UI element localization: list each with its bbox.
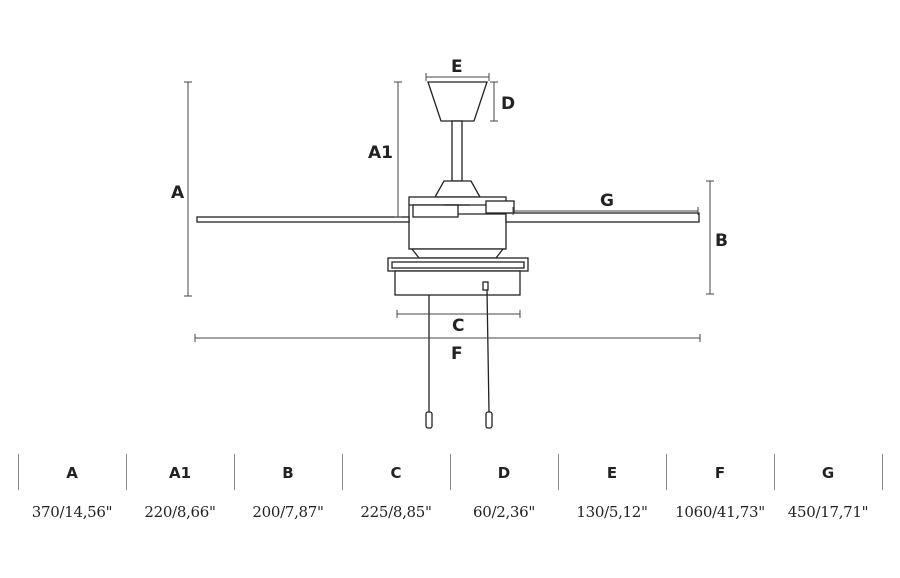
column-value: 450/17,71" (787, 503, 869, 521)
light-kit-rim-inner (391, 261, 525, 269)
column-separator (18, 454, 19, 490)
column-header: E (606, 464, 618, 482)
dimension-column-a: A 370/14,56" (18, 452, 126, 542)
light-kit-rim-outer (387, 257, 529, 272)
column-value: 220/8,66" (144, 503, 216, 521)
column-separator (558, 454, 559, 490)
dimension-table: A 370/14,56" A1 220/8,66" B 200/7,87" C … (0, 452, 900, 542)
column-header: G (821, 464, 835, 482)
label-a: A (171, 183, 185, 203)
column-separator (234, 454, 235, 490)
column-value: 60/2,36" (472, 503, 536, 521)
column-value: 225/8,85" (360, 503, 432, 521)
column-value: 130/5,12" (576, 503, 648, 521)
column-header: B (282, 464, 294, 482)
ceiling-fan-drawing: A A1 E D G B C F (171, 57, 728, 429)
blade-iron-left (412, 204, 459, 218)
column-separator (666, 454, 667, 490)
dimension-column-a1: A1 220/8,66" (126, 452, 234, 542)
dimension-column-f: F 1060/41,73" (666, 452, 774, 542)
column-separator (774, 454, 775, 490)
blade-iron-right (485, 200, 515, 214)
column-header: A (66, 464, 78, 482)
dimension-column-c: C 225/8,85" (342, 452, 450, 542)
column-separator (342, 454, 343, 490)
label-d: D (501, 94, 515, 114)
column-header: D (497, 464, 511, 482)
column-value: 1060/41,73" (675, 503, 765, 521)
column-separator (126, 454, 127, 490)
label-a1: A1 (368, 143, 393, 163)
column-separator (882, 454, 883, 490)
downrod (451, 120, 463, 182)
label-f: F (451, 344, 463, 364)
dimension-column-g: G 450/17,71" (774, 452, 882, 542)
label-g: G (600, 191, 614, 211)
light-kit-glass (394, 270, 521, 296)
column-separator (450, 454, 451, 490)
dimension-column-b: B 200/7,87" (234, 452, 342, 542)
column-header: A1 (168, 464, 192, 482)
label-b: B (715, 231, 728, 251)
pull-chain-right (485, 411, 493, 429)
column-value: 200/7,87" (252, 503, 324, 521)
motor-cap (433, 180, 482, 198)
dimension-column-d: D 60/2,36" (450, 452, 558, 542)
motor-bottom (410, 248, 505, 259)
pull-chain-left (425, 411, 433, 429)
canopy (427, 81, 488, 122)
column-value: 370/14,56" (31, 503, 113, 521)
dimension-column-e: E 130/5,12" (558, 452, 666, 542)
label-c: C (452, 316, 464, 336)
label-e: E (451, 57, 463, 77)
column-header: C (390, 464, 402, 482)
right-blade (505, 212, 700, 223)
switch (482, 281, 489, 291)
left-blade (196, 216, 410, 223)
column-header: F (714, 464, 726, 482)
